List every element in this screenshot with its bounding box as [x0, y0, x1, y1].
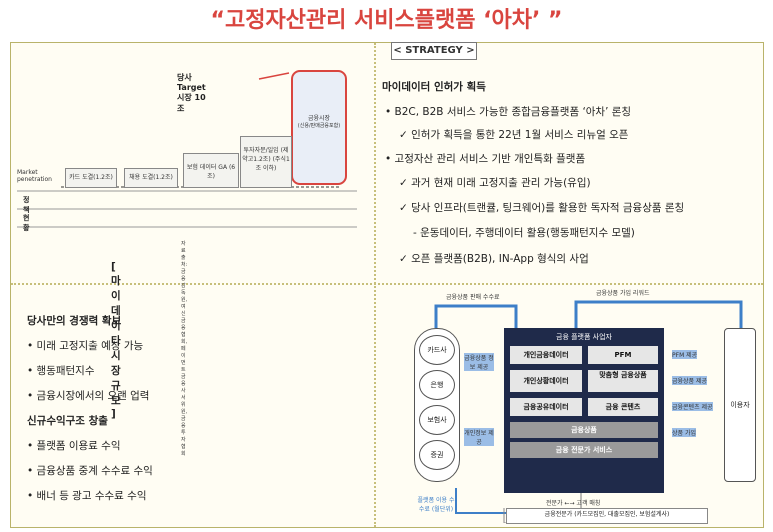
cell-finance-content: 금융 콘텐츠: [588, 398, 658, 416]
cell-shared-finance-data: 금융공유데이터: [510, 398, 582, 416]
finance-market-highlight: [291, 70, 347, 185]
bar-expert-service: 금융 전문가 서비스: [510, 442, 658, 458]
strategy-bullet-1: • B2C, B2B 서비스 가능한 종합금융플랫폼 ‘아차’ 론칭: [385, 106, 632, 118]
bar-finance-product: 금융상품: [510, 422, 658, 438]
cell-custom-product: 맞춤형 금융상품: [588, 370, 658, 392]
strategy-check-4: ✓ 오픈 플랫폼(B2B), IN-App 형식의 사업: [399, 253, 589, 265]
platform-fee-label: 플랫폼 이용 수수료 (월단위): [417, 497, 455, 513]
cell-pfm: PFM: [588, 346, 658, 364]
top-left-arrow-label: 금융상품 판매 수수료: [446, 294, 500, 301]
horizontal-divider: [11, 283, 763, 285]
competitiveness-item-3: • 금융시장에서의 오랜 업력: [27, 390, 150, 402]
provider-insurance: 보험사: [419, 405, 455, 435]
expert-title: 금융전문가: [544, 511, 573, 518]
competitiveness-item-2: • 행동패턴지수: [27, 365, 95, 377]
page-title: “고정자산관리 서비스플랫폼 ‘아차’ ”: [210, 8, 563, 33]
vertical-divider: [374, 43, 376, 527]
strategy-bullet-2: • 고정자산 관리 서비스 기반 개인특화 플랫폼: [385, 153, 586, 165]
strategy-check-2: ✓ 과거 현재 미래 고정지출 관리 가능(유입): [399, 177, 591, 189]
provider-securities: 증권: [419, 440, 455, 470]
top-right-arrow: [574, 300, 743, 328]
expert-box: 금융전문가 (카드모집인, 대출모집인, 보험설계사): [506, 508, 708, 524]
market-chart-caption: [ 마이데이타 시장 규모 ]: [111, 261, 121, 420]
row-label-status: 현황: [23, 214, 30, 232]
cell-personal-finance-data: 개인금융데이터: [510, 346, 582, 364]
right-arrow-label-3: 금융콘텐츠 제공: [672, 402, 713, 411]
strategy-dash-1: - 운동데이터, 주행데이터 활용(행동패턴지수 모델): [413, 227, 635, 239]
strategy-check-1: ✓ 인허가 획득을 통한 22년 1월 서비스 리뉴얼 오픈: [399, 129, 629, 141]
expert-subtitle: (카드모집인, 대출모집인, 보험설계사): [574, 511, 670, 518]
platform-box: 금융 플랫폼 사업자 개인금융데이터 PFM 개인상황데이터 맞춤형 금융상품 …: [504, 328, 664, 493]
revenue-item-2: • 금융상품 중계 수수료 수익: [27, 465, 153, 477]
cell-personal-situation-data: 개인상황데이터: [510, 370, 582, 392]
top-right-arrow-label: 금융상품 가입 리워드: [596, 290, 650, 297]
market-box-insurance: 보험 데이터 GA (6조): [183, 153, 239, 188]
platform-title: 금융 플랫폼 사업자: [556, 333, 612, 341]
market-penetration-label: Market penetration: [17, 169, 52, 183]
business-model-diagram: 금융상품 판매 수수료 금융상품 가입 리워드 카드사 은행 보험사 증권 금융…: [406, 288, 756, 524]
provider-bank: 은행: [419, 370, 455, 400]
competitiveness-heading: 당사만의 경쟁력 확보: [27, 315, 122, 327]
market-box-finance: 금융시장 (신용/판매금융포함): [297, 115, 341, 129]
top-left-arrow: [434, 304, 518, 328]
market-box-loan: 채용 도결(1.2조): [124, 168, 178, 188]
mydata-heading: 마이데이터 인허가 획득: [382, 81, 486, 93]
revenue-heading: 신규수익구조 창출: [27, 415, 108, 427]
market-box-card: 카드 도결(1.2조): [65, 168, 117, 188]
diagram-arrows-svg: [434, 300, 743, 523]
market-box-invest: 투자자문/일임 (제약고1.2조) (주식1조 이하): [240, 136, 292, 188]
right-arrow-label-4: 상품 가입: [672, 428, 696, 437]
bottom-left-arrow: [455, 488, 506, 514]
right-arrow-label-2: 금융상품 제공: [672, 376, 708, 385]
expert-matching-label: 전문가 ←→ 고객 매칭: [546, 500, 601, 507]
left-arrow-label-2: 개인정보 제공: [464, 428, 494, 446]
competitiveness-item-1: • 미래 고정지출 예상 가능: [27, 340, 144, 352]
source-note: 자료 출처: 금융감독원, 여신금융협회, 페이먼트금융사서위원, 금융투자협회: [181, 241, 188, 457]
provider-card: 카드사: [419, 335, 455, 365]
row-label-policy: 정책: [23, 196, 30, 214]
content-frame: < STRATEGY > 당사 Target 시장 10조 Market pen…: [10, 42, 764, 528]
expert-outline: [503, 508, 706, 523]
market-chart-svg: [17, 70, 357, 228]
revenue-item-3: • 배너 등 광고 수수료 수익: [27, 490, 147, 502]
target-arrow-line: [258, 72, 290, 80]
target-label: 당사 Target 시장 10조: [177, 73, 206, 113]
right-arrow-label-1: PFM 제공: [672, 350, 698, 359]
user-box: 이용자: [724, 328, 756, 482]
revenue-item-1: • 플랫폼 이용료 수익: [27, 440, 121, 452]
strategy-check-3: ✓ 당사 인프라(트랜큘, 팅크웨어)를 활용한 독자적 금융상품 론칭: [399, 202, 685, 214]
left-arrow-label-1: 금융상품 정보 제공: [464, 353, 494, 371]
strategy-label: < STRATEGY >: [391, 42, 477, 60]
